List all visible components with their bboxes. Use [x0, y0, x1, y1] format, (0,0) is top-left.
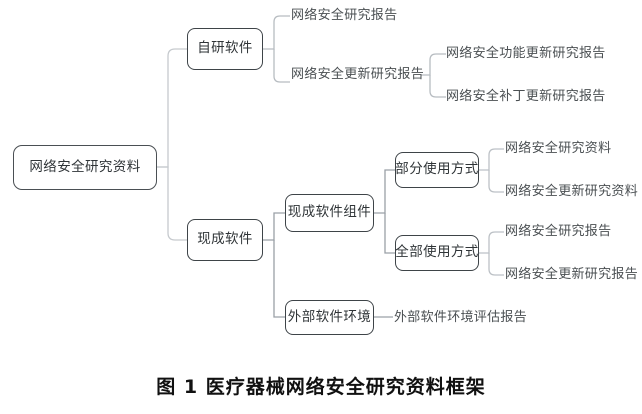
node-root[interactable]: 网络安全研究资料: [13, 145, 157, 190]
edge-self-to-update-report: [273, 49, 290, 83]
node-full-usage-mode[interactable]: 全部使用方式: [395, 235, 479, 271]
figure-caption: 图 1 医疗器械网络安全研究资料框架: [156, 376, 486, 398]
leaf-partial-security-research-material: 网络安全研究资料: [505, 141, 612, 156]
edge-components-to-full: [384, 213, 395, 254]
leaf-external-env-assessment-report: 外部软件环境评估报告: [394, 310, 528, 325]
leaf-full-security-research-report: 网络安全研究报告: [505, 224, 612, 239]
edge-partial-to-update-material: [488, 170, 504, 193]
node-external-software-environment[interactable]: 外部软件环境: [285, 300, 374, 335]
leaf-security-function-update-report: 网络安全功能更新研究报告: [446, 46, 606, 61]
edge-update-to-patch: [429, 75, 446, 98]
node-off-the-shelf-software[interactable]: 现成软件: [187, 219, 263, 261]
leaf-self-update-research-report: 网络安全更新研究报告: [291, 67, 425, 82]
leaf-self-research-report: 网络安全研究报告: [291, 8, 398, 23]
node-partial-usage-mode[interactable]: 部分使用方式: [395, 152, 479, 188]
edge-root-to-off-the-shelf: [157, 166, 187, 241]
edge-full-to-update-report: [488, 253, 504, 276]
edge-self-to-research-report: [263, 15, 290, 50]
leaf-full-security-update-research-report: 网络安全更新研究报告: [505, 267, 639, 282]
edge-offshelf-to-external-env: [273, 240, 285, 318]
leaf-security-patch-update-report: 网络安全补丁更新研究报告: [446, 89, 606, 104]
edge-components-to-partial: [374, 169, 395, 214]
edge-update-to-function: [421, 53, 446, 76]
edge-root-to-self-developed: [157, 48, 187, 168]
edge-partial-to-material: [479, 148, 504, 171]
node-off-the-shelf-components[interactable]: 现成软件组件: [285, 194, 374, 232]
edge-offshelf-to-components: [263, 212, 285, 241]
edge-full-to-report: [479, 231, 504, 254]
leaf-partial-security-update-research-material: 网络安全更新研究资料: [505, 184, 639, 199]
node-self-developed-software[interactable]: 自研软件: [187, 28, 263, 70]
